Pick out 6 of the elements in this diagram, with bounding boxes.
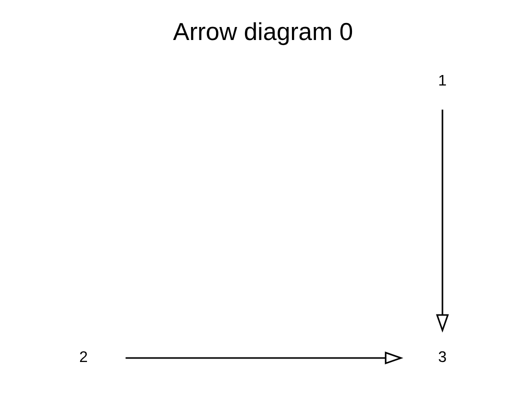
diagram-title: Arrow diagram 0 [172, 19, 352, 46]
arrow [125, 352, 403, 364]
arrow [436, 110, 448, 333]
node-text: 3 [438, 348, 446, 366]
node-text: 1 [438, 72, 446, 90]
node-text: 2 [78, 348, 88, 366]
